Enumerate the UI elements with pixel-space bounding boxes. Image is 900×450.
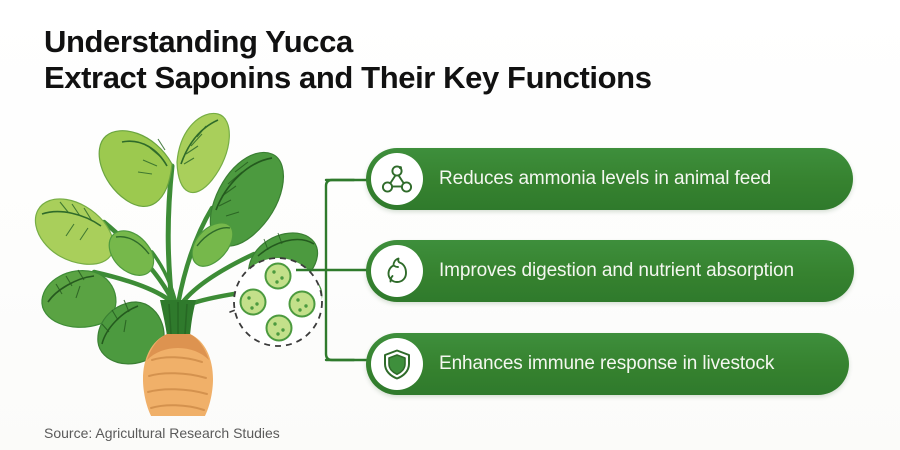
shield-icon bbox=[371, 338, 423, 390]
benefit-row-3[interactable]: Enhances immune response in livestock bbox=[366, 333, 849, 395]
page-title: Understanding Yucca Extract Saponins and… bbox=[44, 24, 844, 96]
title-line-2: Extract Saponins and Their Key Functions bbox=[44, 60, 652, 95]
benefit-label-1: Reduces ammonia levels in animal feed bbox=[439, 168, 772, 189]
benefit-row-1[interactable]: Reduces ammonia levels in animal feed bbox=[366, 148, 853, 210]
benefit-row-2[interactable]: Improves digestion and nutrient absorpti… bbox=[366, 240, 854, 302]
title-line-1: Understanding Yucca bbox=[44, 24, 353, 59]
benefit-label-2: Improves digestion and nutrient absorpti… bbox=[439, 260, 794, 281]
molecule-icon bbox=[371, 153, 423, 205]
bracket-connector bbox=[296, 150, 376, 390]
stomach-icon bbox=[371, 245, 423, 297]
yucca-plant-illustration bbox=[34, 104, 334, 416]
benefit-label-3: Enhances immune response in livestock bbox=[439, 353, 775, 374]
source-caption: Source: Agricultural Research Studies bbox=[44, 425, 280, 441]
benefits-list: Reduces ammonia levels in animal feed Im… bbox=[366, 148, 856, 398]
